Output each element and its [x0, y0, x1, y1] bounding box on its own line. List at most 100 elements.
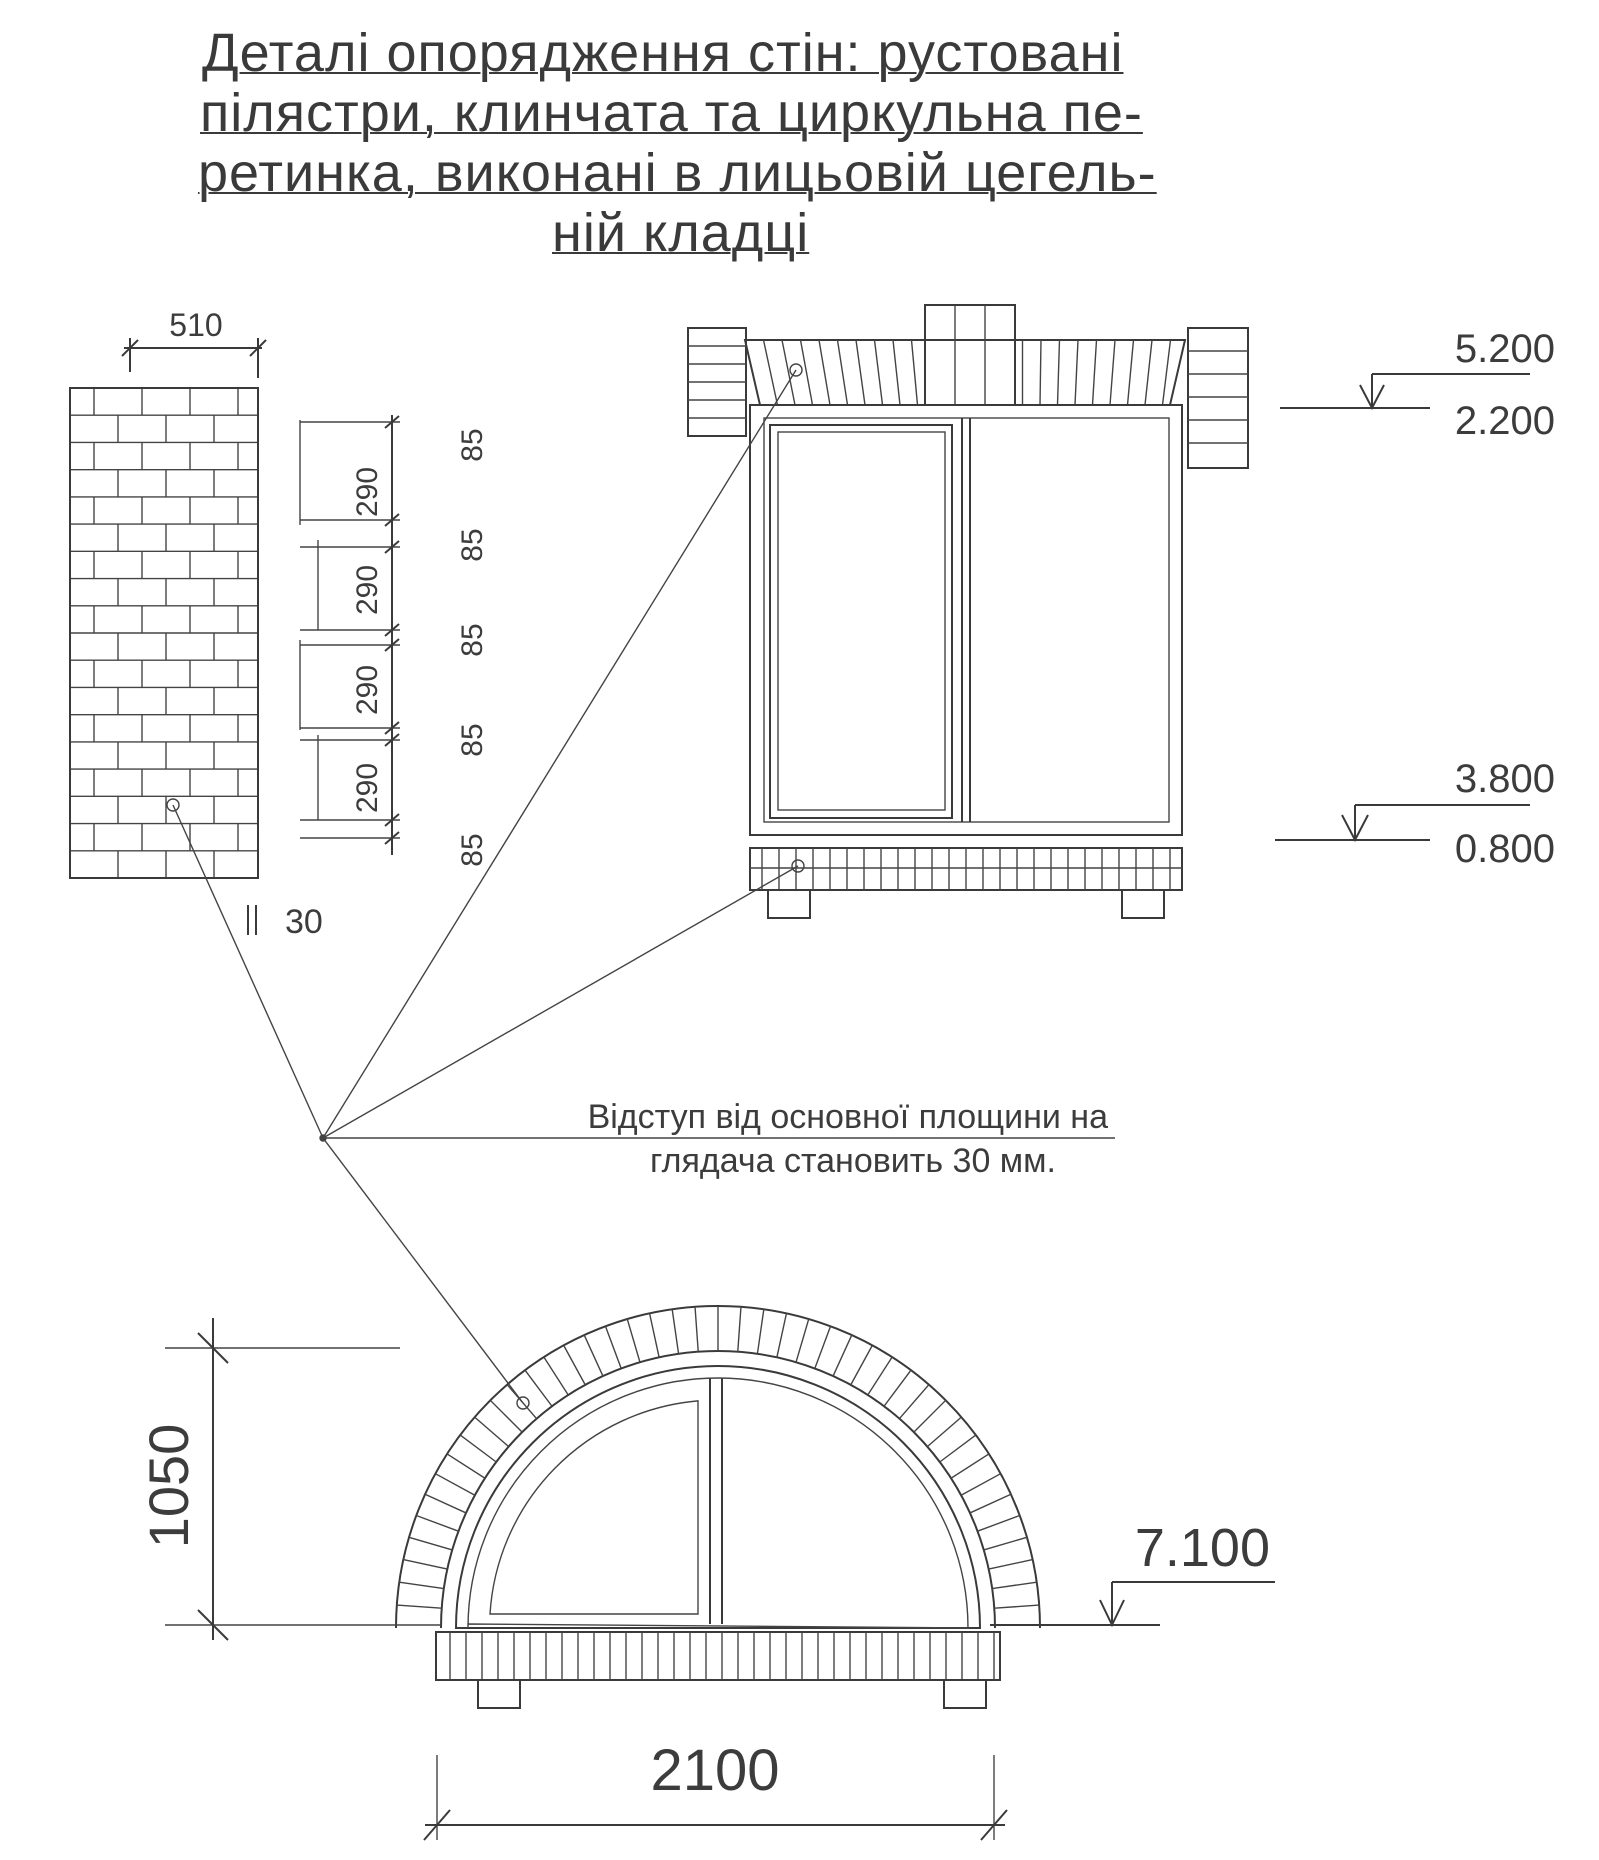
window-left-glass: [777, 431, 946, 811]
course-label: 290: [351, 763, 384, 813]
dim-chain-tick: [384, 540, 400, 554]
arch-voussoir-joint: [737, 1306, 742, 1352]
arch-voussoir-joint: [399, 1581, 444, 1590]
dim-chain-tick: [384, 733, 400, 747]
dim-chain-tick: [384, 721, 400, 735]
voussoir-joint: [1109, 339, 1116, 406]
arch-voussoir-joint: [756, 1309, 765, 1354]
arch-voussoir-joint: [408, 1536, 453, 1551]
leader-to-pilaster: [172, 804, 324, 1139]
arch-voussoir-joint: [604, 1326, 622, 1369]
arch-window-frame-inner: [467, 1377, 969, 1629]
arch-width-tick-left: [423, 1809, 451, 1841]
arch-voussoir-joint: [583, 1334, 604, 1377]
voussoir-joint: [1074, 339, 1079, 406]
level-top-upper: 5.200: [1455, 327, 1555, 371]
sill-bracket-left: [767, 889, 811, 919]
arch-voussoir-joint: [969, 1493, 1012, 1514]
arch-voussoir-joint: [435, 1473, 476, 1496]
lintel-quoins: [687, 327, 1249, 469]
window-left-sash: [769, 424, 953, 819]
leader-pilaster-marker: [166, 798, 180, 812]
arch-voussoir-joint: [396, 1604, 442, 1609]
lintel-voussoirs: [762, 339, 1172, 406]
arch-height-tick-bottom: [197, 1609, 229, 1641]
arch-voussoir-joint: [446, 1453, 486, 1479]
note-line-1: Відступ від основної площини на: [588, 1098, 1109, 1136]
pilaster-width-label: 510: [169, 307, 222, 343]
arch-voussoir-joint: [994, 1604, 1040, 1609]
arch-voussoir-joint: [416, 1514, 459, 1532]
arch-sill-bracket-right: [943, 1679, 987, 1709]
arch-voussoir-joint: [867, 1356, 893, 1396]
arch-voussoir-joint: [424, 1493, 467, 1514]
leader-lines: [166, 363, 1115, 1410]
arch-voussoir-joint: [524, 1369, 553, 1407]
note-line-2: глядача становить 30 мм.: [650, 1142, 1056, 1180]
dim-chain-tick: [384, 513, 400, 527]
voussoir-joint: [855, 339, 866, 406]
arch-voussoir-joint: [988, 1558, 1033, 1570]
voussoir-joint: [1091, 339, 1098, 406]
leader-to-sill: [322, 865, 799, 1139]
arch-voussoir-joint: [694, 1306, 699, 1352]
arch-voussoir-joint: [883, 1369, 912, 1407]
voussoir-joint: [799, 339, 814, 406]
voussoir-joint: [1161, 339, 1172, 406]
arch-voussoir-joint: [983, 1536, 1028, 1551]
arch-voussoir-joint: [850, 1345, 873, 1386]
arch-voussoirs: [396, 1306, 1040, 1609]
dim-chain-tick: [384, 415, 400, 429]
rustication-label: 85: [456, 623, 489, 656]
voussoir-joint: [1144, 339, 1153, 406]
arch-voussoir-joint: [913, 1399, 947, 1433]
arch-voussoir-joint: [506, 1384, 538, 1420]
keystone: [924, 304, 1016, 406]
arch-voussoir-joint: [626, 1318, 641, 1363]
rustication-label: 85: [456, 428, 489, 461]
window-inner-frame: [763, 417, 1170, 823]
course-label: 290: [351, 467, 384, 517]
sill-bricks: [750, 848, 1182, 890]
dim-chain-tick: [384, 638, 400, 652]
arch-voussoir-joint: [563, 1345, 586, 1386]
arch-voussoir-joint: [960, 1473, 1001, 1496]
voussoir-joint: [818, 339, 831, 406]
course-label: 290: [351, 665, 384, 715]
voussoir-joint: [1056, 339, 1061, 406]
dim-chain-tick: [384, 813, 400, 827]
dim-chain-tick: [384, 831, 400, 845]
arch-sill-bricks: [449, 1632, 995, 1680]
voussoir-joint: [873, 339, 884, 406]
arch-voussoir-joint: [543, 1356, 569, 1396]
arch-sill-course: [435, 1631, 1001, 1681]
arch-inner-edge: [440, 1350, 996, 1629]
arch-level-label: 7.100: [1135, 1518, 1270, 1578]
leader-arch-marker: [516, 1396, 530, 1410]
arch-voussoir-joint: [459, 1434, 497, 1463]
voussoir-joint: [1039, 339, 1042, 406]
course-label: 290: [351, 565, 384, 615]
sill-bracket-right: [1121, 889, 1165, 919]
title-line-3: ретинка, виконані в лицьовій цегель-: [198, 143, 1157, 203]
arch-voussoir-joint: [403, 1558, 448, 1570]
dim-chain-tick: [384, 623, 400, 637]
title-line-2: пілястри, клинчата та циркульна пе-: [200, 83, 1143, 143]
leader-to-arch: [322, 1137, 524, 1404]
arch-voussoir-joint: [776, 1313, 788, 1358]
arch-voussoir-joint: [832, 1334, 853, 1377]
leader-to-lintel: [322, 369, 797, 1139]
voussoir-joint: [892, 339, 901, 406]
arch-voussoir-joint: [950, 1453, 990, 1479]
level-top-lower: 2.200: [1455, 399, 1555, 443]
quoin-right: [1187, 327, 1249, 469]
rustication-label: 85: [456, 723, 489, 756]
leader-sill-marker: [791, 859, 805, 873]
arch-window-sashes: [489, 1378, 723, 1624]
arch-sill-bracket-left: [477, 1679, 521, 1709]
title-line-4: ній кладці: [552, 203, 810, 263]
arch-height-tick-top: [197, 1332, 229, 1364]
arch-width-tick-right: [980, 1809, 1008, 1841]
pilaster-width-tick-left: [121, 339, 139, 357]
